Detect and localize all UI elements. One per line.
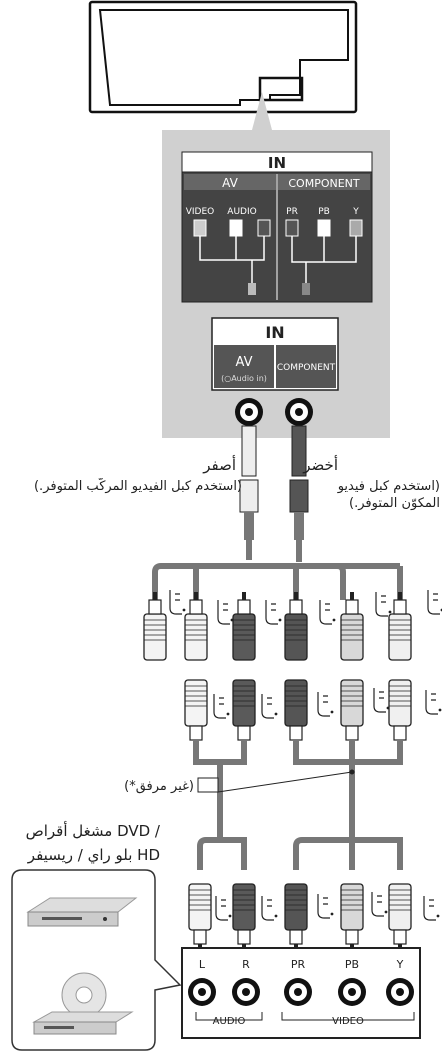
not-included-label: (*غير مرفق) <box>124 779 194 794</box>
yellow-label: أصفر <box>202 455 236 474</box>
plug-row3-2 <box>284 883 308 952</box>
jack-in-label: IN <box>265 323 284 342</box>
color-mark-row1-5 <box>427 590 442 615</box>
color-mark-row2-3 <box>373 688 390 713</box>
terminal-in-label: IN <box>268 154 286 172</box>
connector-row-1 <box>143 590 442 661</box>
terminal-component-label: COMPONENT <box>288 177 360 190</box>
device-rca-jack-0 <box>188 978 216 1006</box>
terminal-audio-label: AUDIO <box>227 207 256 217</box>
jack-av-label: AV <box>236 355 253 370</box>
color-mark-row1-0 <box>169 590 186 615</box>
device-title-line2: بلو راي / ريسيفر HD <box>27 846 160 865</box>
jack-component-label: COMPONENT <box>277 363 336 373</box>
color-mark-row1-4 <box>375 592 392 617</box>
terminal-av-label: AV <box>222 176 238 190</box>
plug-row3-3 <box>340 883 364 952</box>
plug-row1-3 <box>284 592 308 661</box>
plug-row1-1 <box>184 592 208 661</box>
color-mark-row2-4 <box>425 690 442 715</box>
device-l-label: L <box>199 958 206 971</box>
device-title-line1: مشغل أقراص DVD / <box>26 821 161 840</box>
color-mark-row3-4 <box>423 896 440 921</box>
device-pr-label: PR <box>291 958 306 971</box>
plug-row2-2 <box>284 679 308 748</box>
component-note-wrap: (استخدم كبل فيديو المكوّن المتوفر.) <box>337 479 440 511</box>
device-rca-jack-4 <box>386 978 414 1006</box>
bluray-player-icon <box>32 972 134 1035</box>
jack-audio-in-label: (○Audio in) <box>221 374 267 383</box>
terminal-y-label: Y <box>352 207 359 217</box>
plug-row2-0 <box>184 679 208 748</box>
color-mark-row3-2 <box>317 894 334 919</box>
color-mark-row1-1 <box>217 600 234 625</box>
composite-note: (استخدم كبل الفيديو المركّب المتوفر.) <box>33 479 242 494</box>
tv-jack-block: IN AV (○Audio in) COMPONENT <box>211 317 339 391</box>
plug-row2-1 <box>232 679 256 748</box>
device-video-label: VIDEO <box>332 1016 364 1027</box>
tv-terminal-block: IN AV COMPONENT VIDEO AUDIO PR PB Y <box>181 151 373 303</box>
tv-rca-jacks <box>235 398 313 426</box>
terminal-pb-label: PB <box>318 207 330 217</box>
device-rca-jack-3 <box>338 978 366 1006</box>
color-mark-row2-1 <box>261 694 278 719</box>
plug-row3-0 <box>188 883 212 952</box>
upper-cable-harness <box>152 540 403 600</box>
tv-cables <box>239 425 309 540</box>
device-audio-label: AUDIO <box>213 1016 246 1027</box>
tv-outline <box>88 0 358 114</box>
green-label: أخضر <box>302 455 338 474</box>
device-illustration <box>11 869 182 1051</box>
plug-row1-2 <box>232 592 256 661</box>
connector-row-3 <box>188 883 440 952</box>
terminal-video-label: VIDEO <box>186 207 215 217</box>
color-mark-row2-2 <box>317 692 334 717</box>
terminal-pr-label: PR <box>286 207 298 217</box>
color-mark-row3-3 <box>371 892 388 917</box>
color-mark-row2-0 <box>213 694 230 719</box>
device-r-label: R <box>242 958 250 971</box>
device-rca-jack-1 <box>232 978 260 1006</box>
color-mark-row3-1 <box>261 896 278 921</box>
component-note: (استخدم كبل فيديو المكوّن المتوفر.) <box>337 479 440 511</box>
not-included-callout: (*غير مرفق) <box>124 769 355 794</box>
composite-note-wrap: (استخدم كبل الفيديو المركّب المتوفر.) <box>33 479 242 494</box>
color-mark-row1-2 <box>265 600 282 625</box>
plug-row3-4 <box>388 883 412 952</box>
plug-row2-3 <box>340 679 364 748</box>
lower-cable-harness <box>197 820 403 870</box>
connector-row-2 <box>184 679 442 748</box>
plug-row3-1 <box>232 883 256 952</box>
device-rca-jack-2 <box>284 978 312 1006</box>
device-jack-panel: L R PR PB Y AUDIO VIDEO <box>181 947 421 1039</box>
color-mark-row1-3 <box>319 600 336 625</box>
plug-row1-5 <box>388 592 412 661</box>
device-y-label: Y <box>396 958 404 971</box>
device-pb-label: PB <box>345 958 359 971</box>
plug-row1-4 <box>340 592 364 661</box>
color-mark-row3-0 <box>215 896 232 921</box>
plug-row1-0 <box>143 592 167 661</box>
dvd-player-icon <box>26 897 138 927</box>
plug-row2-4 <box>388 679 412 748</box>
